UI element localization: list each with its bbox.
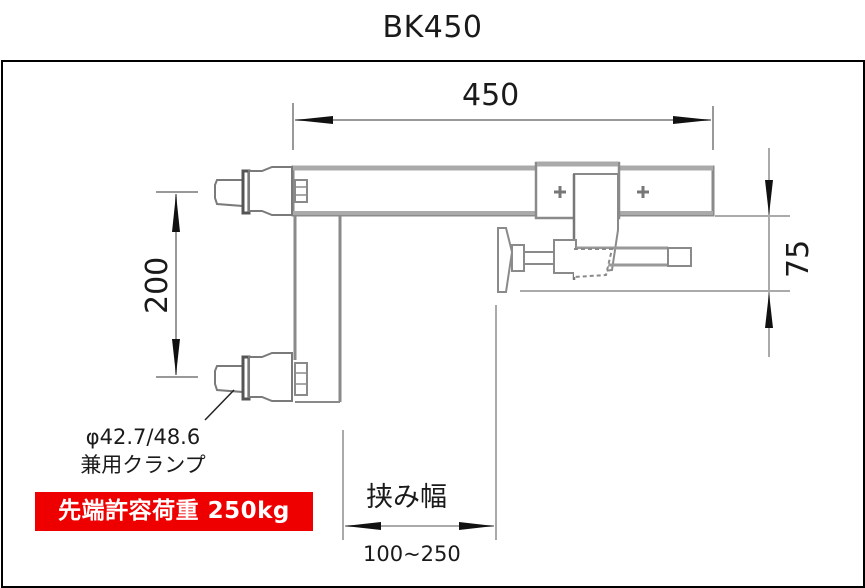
jaw-width-range: 100~250 bbox=[363, 542, 461, 566]
product-title: BK450 bbox=[382, 10, 483, 45]
clamp-note: φ42.7/48.6 兼用クランプ bbox=[70, 423, 216, 479]
vertical-post bbox=[293, 215, 342, 403]
dimension-75 bbox=[520, 148, 790, 357]
jaw-width-label: 挟み幅 bbox=[366, 482, 447, 513]
screw-jaw bbox=[497, 227, 692, 293]
leader-line bbox=[204, 389, 235, 421]
bottom-clamp bbox=[214, 352, 293, 402]
dimension-jaw-width bbox=[342, 305, 497, 540]
clamp-diameter: φ42.7/48.6 bbox=[85, 425, 201, 449]
main-beam bbox=[291, 165, 715, 217]
load-capacity-badge: 先端許容荷重 250kg bbox=[35, 492, 313, 531]
dimension-450-label: 450 bbox=[462, 78, 520, 113]
top-clamp bbox=[214, 166, 293, 216]
dimension-75-label: 75 bbox=[781, 239, 816, 278]
dimension-200-label: 200 bbox=[140, 256, 175, 314]
dimension-450 bbox=[292, 103, 714, 150]
clamp-description: 兼用クランプ bbox=[80, 453, 206, 477]
drawing-frame bbox=[1, 60, 865, 588]
dimension-200 bbox=[156, 191, 198, 378]
